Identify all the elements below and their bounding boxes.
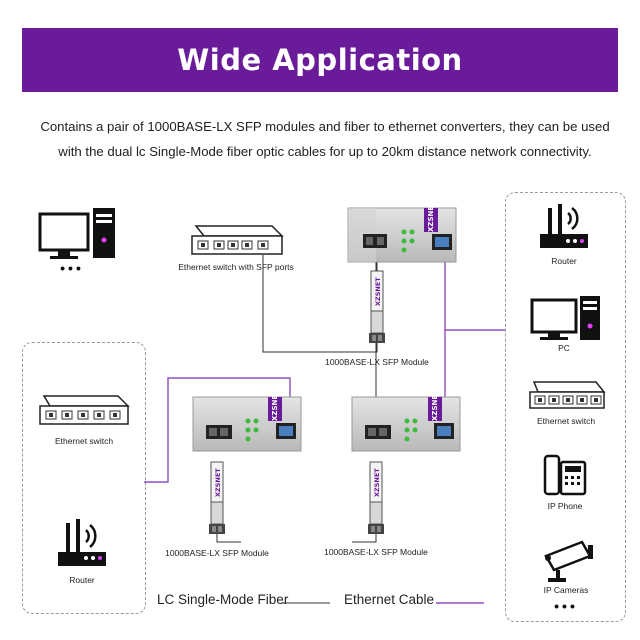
ethernet-switch-sfp-icon	[191, 225, 284, 255]
brand-label-br: XZSNET	[431, 390, 439, 421]
left-switch-label: Ethernet switch	[54, 436, 114, 446]
media-converter-top	[347, 207, 457, 263]
sfp-brand-br: XZSNET	[373, 468, 381, 497]
brand-label-bl: XZSNET	[271, 390, 279, 421]
legend-ethernet-label: Ethernet Cable	[344, 592, 435, 607]
brand-label-top: XZSNET	[427, 201, 435, 232]
ip-phone-icon	[543, 454, 587, 496]
switch-sfp-label: Ethernet switch with SFP ports	[178, 262, 294, 272]
sfp-bl-label: 1000BASE-LX SFP Module	[165, 548, 269, 558]
ip-phone-label: IP Phone	[547, 501, 583, 511]
legend-fiber-label: LC Single-Mode Fiber	[157, 592, 289, 607]
right-switch-label: Ethernet switch	[536, 416, 596, 426]
right-pc-icon	[530, 296, 600, 340]
media-converter-bottom-left	[192, 396, 302, 452]
page-title: Wide Application	[177, 43, 463, 77]
sfp-br-label: 1000BASE-LX SFP Module	[324, 547, 428, 557]
left-router-label: Router	[69, 575, 95, 585]
right-dots: •••	[554, 598, 578, 614]
ip-cameras-label: IP Cameras	[543, 585, 589, 595]
right-router-label: Router	[551, 256, 577, 266]
left-router-icon	[58, 519, 106, 566]
description: Contains a pair of 1000BASE-LX SFP modul…	[40, 114, 610, 164]
sfp-brand-top: XZSNET	[374, 277, 382, 306]
sfp-brand-bl: XZSNET	[214, 468, 222, 497]
media-converter-bottom-right	[351, 396, 461, 452]
description-line-2: with the dual lc Single-Mode fiber optic…	[58, 144, 592, 159]
sfp-top-label: 1000BASE-LX SFP Module	[325, 357, 429, 367]
ip-camera-icon	[544, 540, 593, 582]
pc-dots: •••	[60, 260, 84, 276]
left-ethernet-switch-icon	[39, 395, 130, 425]
right-pc-label: PC	[558, 343, 570, 353]
pc-icon	[38, 208, 115, 259]
left-device-panel	[22, 342, 146, 614]
right-ethernet-switch-icon	[529, 381, 606, 409]
title-banner: Wide Application	[22, 28, 618, 92]
right-router-icon	[540, 204, 588, 248]
description-line-1: Contains a pair of 1000BASE-LX SFP modul…	[40, 119, 610, 134]
